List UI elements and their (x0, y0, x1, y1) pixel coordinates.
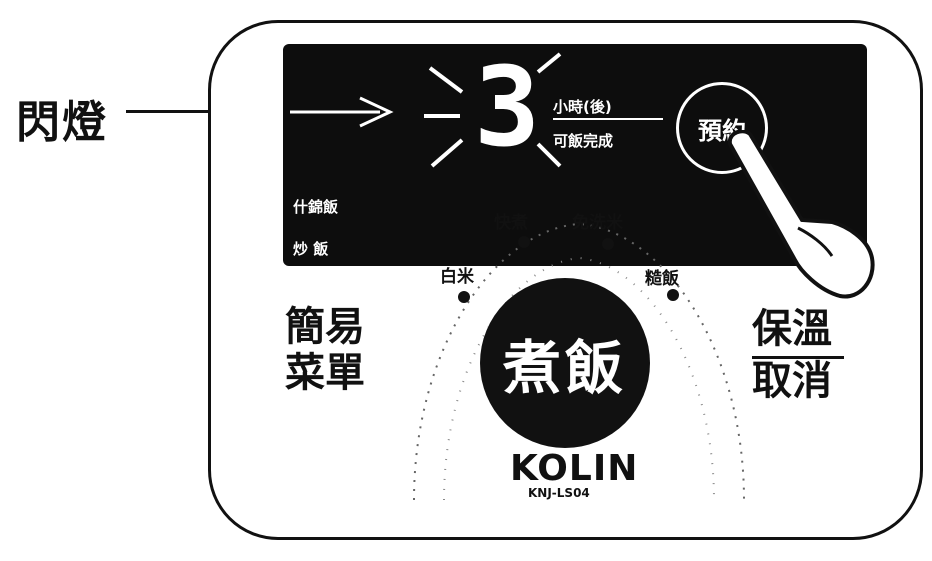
blink-ray-icon (424, 52, 562, 168)
indicator-white-rice (458, 291, 470, 303)
arrow-right-icon (290, 96, 394, 128)
cook-button[interactable]: 煮飯 (480, 278, 650, 448)
menu-item-brown-rice: 糙飯 (645, 269, 679, 289)
blink-annotation-label: 閃燈 (16, 97, 108, 148)
model-number: KNJ-LS04 (528, 486, 590, 500)
menu-item-no-wash-rice: 免洗米 (572, 213, 623, 233)
brand-logo: KOLIN (510, 448, 639, 489)
indicator-brown-rice (667, 289, 679, 301)
indicator-no-wash-rice (602, 238, 614, 250)
mode-mixed-rice: 什錦飯 (293, 198, 339, 216)
menu-item-quick-cook: 快煮 (494, 213, 528, 233)
cook-button-label: 煮飯 (502, 334, 627, 402)
mode-fried-rice: 炒 飯 (293, 240, 329, 258)
simple-menu-line1: 簡易 (285, 304, 365, 350)
keep-warm-divider (752, 356, 844, 359)
lcd-display (283, 44, 867, 266)
keep-warm-label: 保溫 (752, 306, 832, 352)
cancel-label: 取消 (752, 358, 832, 404)
pointing-hand-icon (727, 130, 875, 299)
time-digit: 3 (474, 43, 541, 171)
simple-menu-button[interactable]: 簡易 菜單 (285, 304, 365, 396)
display-rule (553, 118, 663, 120)
keep-warm-cancel-button[interactable]: 保溫 取消 (752, 306, 832, 404)
done-label: 可飯完成 (553, 132, 614, 150)
hours-label: 小時(後) (553, 98, 612, 116)
simple-menu-line2: 菜單 (285, 350, 365, 396)
menu-item-white-rice: 白米 (440, 267, 474, 287)
indicator-quick-cook (518, 236, 530, 248)
